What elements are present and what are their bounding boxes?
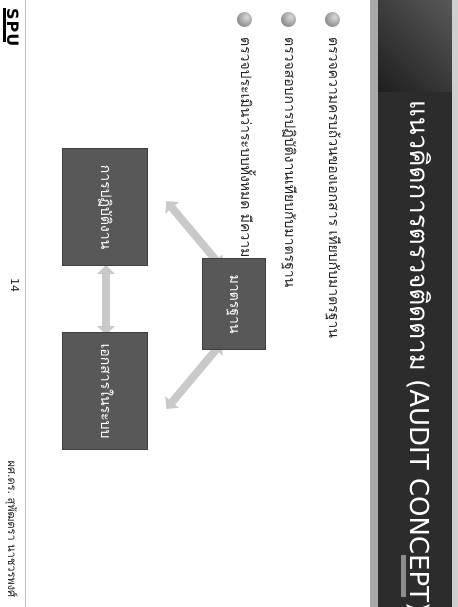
double-arrow-icon: [102, 274, 110, 326]
bullet-text: ตรวจสอบการปฏิบัติงานเทียบกับมาตรฐาน: [281, 37, 297, 288]
bullet-item: ตรวจความครบถ้วนของเอกสาร เทียบกับมาตรฐาน: [318, 12, 348, 572]
bullet-dot-icon: [237, 12, 253, 27]
bullet-dot-icon: [325, 12, 341, 27]
title-accent-bar: [401, 555, 406, 597]
double-arrow-icon: [169, 347, 219, 405]
footer: SPU 14 ผศ.ดร. สุพัฒตรา นาชวรพงศ์: [0, 0, 26, 607]
title-underline-strip: [370, 0, 378, 607]
double-arrow-icon: [169, 205, 219, 263]
diagram-box-documents: เอกสารในระบบ: [62, 332, 148, 450]
logo-underline: [3, 8, 6, 42]
slide-title: แนวคิดการตรวจติดตาม (AUDIT CONCEPT): [403, 100, 433, 607]
page-number: 14: [8, 278, 21, 292]
bullet-item: ตรวจสอบการปฏิบัติงานเทียบกับมาตรฐาน: [274, 12, 304, 572]
diagram-box-standard: มาตรฐาน: [202, 258, 266, 350]
author-name: ผศ.ดร. สุพัฒตรา นาชวรพงศ์: [5, 460, 18, 597]
bullet-dot-icon: [281, 12, 297, 27]
top-gray-strip: [452, 0, 458, 607]
bullet-text: ตรวจความครบถ้วนของเอกสาร เทียบกับมาตรฐาน: [325, 37, 341, 338]
header-accent-graphic: [378, 0, 458, 92]
diagram-box-operations: การปฏิบัติงาน: [62, 148, 148, 266]
